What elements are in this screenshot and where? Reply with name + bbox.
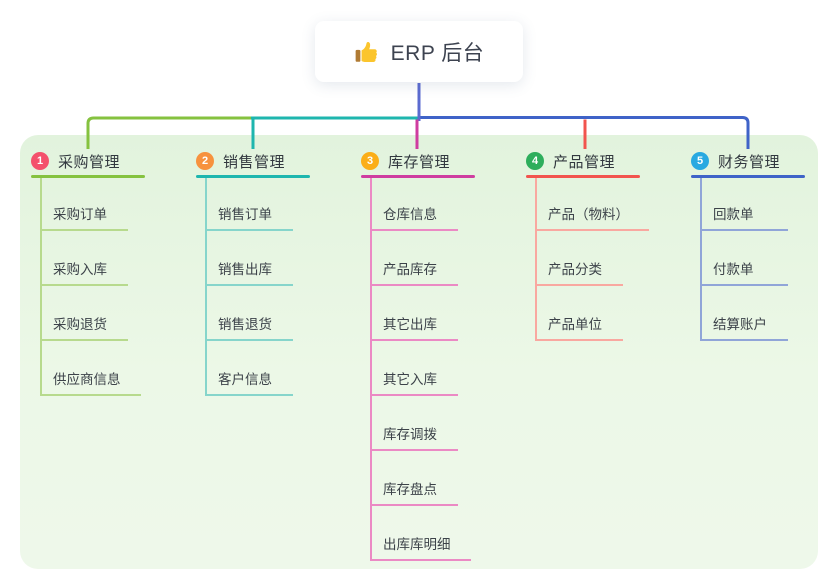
branch-underline bbox=[196, 175, 310, 178]
branch-underline bbox=[526, 175, 640, 178]
branch-node-2[interactable]: 2 销售管理 bbox=[196, 149, 285, 173]
child-label: 销售退货 bbox=[218, 317, 272, 332]
child-node[interactable]: 其它入库 bbox=[370, 366, 458, 396]
child-node[interactable]: 采购订单 bbox=[40, 201, 128, 231]
branch-badge: 2 bbox=[196, 152, 214, 170]
child-label: 销售订单 bbox=[218, 207, 272, 222]
child-node[interactable]: 供应商信息 bbox=[40, 366, 141, 396]
branch-badge: 4 bbox=[526, 152, 544, 170]
child-label: 库存盘点 bbox=[383, 482, 437, 497]
child-label: 仓库信息 bbox=[383, 207, 437, 222]
child-node[interactable]: 产品分类 bbox=[535, 256, 623, 286]
child-label: 产品（物料） bbox=[548, 207, 629, 222]
child-node[interactable]: 回款单 bbox=[700, 201, 788, 231]
branch-label: 销售管理 bbox=[223, 153, 286, 171]
child-connector-line bbox=[700, 178, 702, 341]
branch-badge: 5 bbox=[691, 152, 709, 170]
child-label: 库存调拨 bbox=[383, 427, 437, 442]
child-label: 销售出库 bbox=[218, 262, 272, 277]
child-label: 采购退货 bbox=[53, 317, 107, 332]
child-node[interactable]: 产品（物料） bbox=[535, 201, 649, 231]
branch-underline bbox=[361, 175, 475, 178]
branch-node-1[interactable]: 1 采购管理 bbox=[31, 149, 120, 173]
branch-label: 库存管理 bbox=[388, 153, 451, 171]
branch-badge: 3 bbox=[361, 152, 379, 170]
child-label: 客户信息 bbox=[218, 372, 272, 387]
child-node[interactable]: 销售订单 bbox=[205, 201, 293, 231]
child-label: 采购入库 bbox=[53, 262, 107, 277]
child-label: 产品单位 bbox=[548, 317, 602, 332]
branch-node-4[interactable]: 4 产品管理 bbox=[526, 149, 615, 173]
root-title: ERP 后台 bbox=[390, 41, 485, 65]
branch-node-3[interactable]: 3 库存管理 bbox=[361, 149, 450, 173]
child-label: 产品分类 bbox=[548, 262, 602, 277]
child-node[interactable]: 库存盘点 bbox=[370, 476, 458, 506]
child-node[interactable]: 结算账户 bbox=[700, 311, 788, 341]
child-connector-line bbox=[370, 178, 372, 561]
child-label: 其它出库 bbox=[383, 317, 437, 332]
child-label: 其它入库 bbox=[383, 372, 437, 387]
child-node[interactable]: 采购退货 bbox=[40, 311, 128, 341]
child-node[interactable]: 库存调拨 bbox=[370, 421, 458, 451]
thumbs-up-icon bbox=[355, 41, 377, 62]
child-node[interactable]: 付款单 bbox=[700, 256, 788, 286]
child-label: 供应商信息 bbox=[53, 372, 121, 387]
child-node[interactable]: 产品单位 bbox=[535, 311, 623, 341]
child-node[interactable]: 销售出库 bbox=[205, 256, 293, 286]
child-label: 付款单 bbox=[713, 262, 754, 277]
child-connector-line bbox=[535, 178, 537, 341]
branch-underline bbox=[691, 175, 805, 178]
branch-label: 财务管理 bbox=[718, 153, 781, 171]
branches-panel bbox=[20, 135, 818, 569]
root-node[interactable]: ERP 后台 bbox=[315, 21, 523, 82]
branch-underline bbox=[31, 175, 145, 178]
child-connector-line bbox=[205, 178, 207, 396]
child-label: 采购订单 bbox=[53, 207, 107, 222]
child-node[interactable]: 销售退货 bbox=[205, 311, 293, 341]
branch-label: 采购管理 bbox=[58, 153, 121, 171]
branch-label: 产品管理 bbox=[553, 153, 616, 171]
child-node[interactable]: 其它出库 bbox=[370, 311, 458, 341]
child-label: 出库库明细 bbox=[383, 537, 451, 552]
branch-node-5[interactable]: 5 财务管理 bbox=[691, 149, 780, 173]
child-connector-line bbox=[40, 178, 42, 396]
child-node[interactable]: 客户信息 bbox=[205, 366, 293, 396]
child-node[interactable]: 出库库明细 bbox=[370, 531, 471, 561]
child-label: 产品库存 bbox=[383, 262, 437, 277]
child-label: 回款单 bbox=[713, 207, 754, 222]
child-node[interactable]: 采购入库 bbox=[40, 256, 128, 286]
branch-badge: 1 bbox=[31, 152, 49, 170]
child-node[interactable]: 产品库存 bbox=[370, 256, 458, 286]
child-label: 结算账户 bbox=[713, 317, 767, 332]
child-node[interactable]: 仓库信息 bbox=[370, 201, 458, 231]
